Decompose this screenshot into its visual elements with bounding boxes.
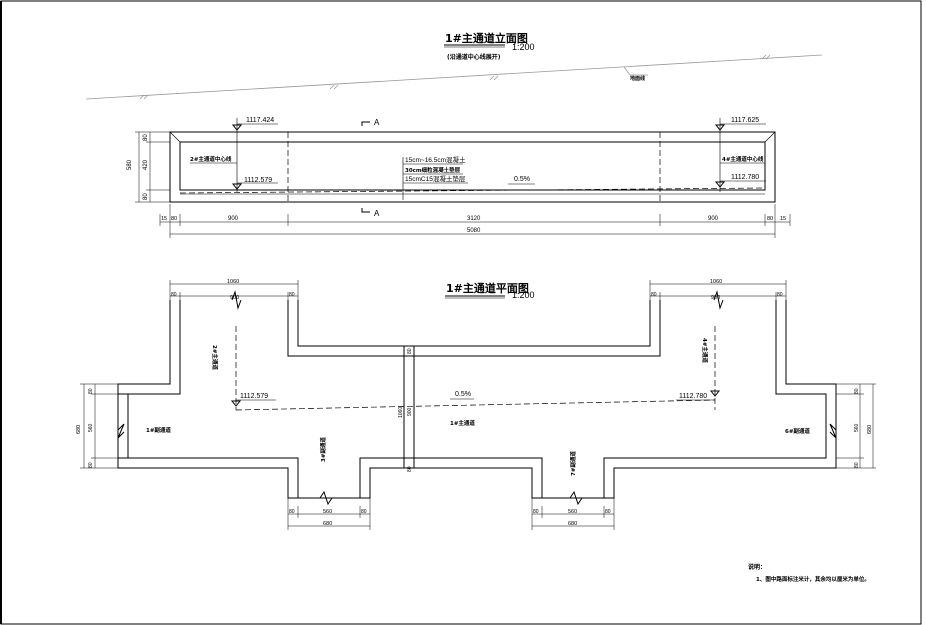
notes-heading: 说明：: [748, 563, 766, 571]
notes-line-1: 1、图中路面标注米计，其余均以厘米为单位。: [756, 575, 870, 583]
right-elev-bottom: 1112.780: [731, 174, 759, 181]
plan-bl-dim-2: 560: [323, 509, 332, 515]
plan-scale: 1:200: [512, 290, 535, 300]
plan-top-total-right: 1060: [710, 279, 722, 285]
dim-total-height: 580: [127, 159, 133, 170]
right-center-label: 4#主通道中心线: [722, 155, 764, 163]
plan-left-side-channel: 1#副通道: [146, 426, 171, 434]
right-elev-top: 1117.625: [731, 117, 759, 124]
dim-b-3: 900: [228, 216, 239, 222]
elevation-scale: 1:200: [512, 42, 535, 52]
plan-center-post: [403, 346, 415, 468]
plan-left-elev: 1112.579: [240, 393, 268, 400]
plan-left-dim-1: 80: [88, 388, 94, 394]
plan-top-side-right-2: 80: [777, 292, 783, 298]
dim-b-1: 15: [161, 216, 167, 222]
elevation-slope: 0.5%: [514, 176, 530, 183]
plan-bottom-right-channel: 7#副通道: [569, 451, 577, 476]
plan-slope: 0.5%: [455, 391, 471, 398]
plan-bl-total: 680: [323, 521, 332, 527]
tunnel-outer: [169, 131, 776, 203]
ground-line: [85, 54, 823, 100]
elevation-subtitle: (沿通道中心线展开): [447, 53, 501, 61]
dim-v-2: 420: [143, 159, 149, 170]
left-center-label: 2#主通道中心线: [190, 155, 232, 163]
elevation-title: 1#主通道立面图: [445, 31, 528, 45]
plan-bl-dim-3: 80: [361, 509, 367, 515]
dim-b-2: 80: [171, 216, 177, 222]
dim-b-4: 3120: [467, 216, 481, 222]
dim-v-1: 80: [143, 134, 149, 141]
plan-right-dim-3: 80: [854, 462, 860, 468]
layer-3: 15cmC15混凝土垫层: [405, 174, 466, 183]
plan-top-total-left: 1060: [227, 279, 239, 285]
plan-br-dim-3: 80: [605, 509, 611, 515]
plan-right-dim-2: 560: [854, 423, 860, 432]
plan-left-channel: 2#主通道: [211, 345, 219, 370]
layer-1: 15cm~16.5cm混凝土: [405, 155, 466, 164]
ground-label: 地面线: [630, 75, 645, 82]
dim-b-7: 15: [780, 216, 786, 222]
plan-top-side-left-1: 80: [171, 292, 177, 298]
section-mark-bottom: A: [374, 209, 380, 218]
plan-br-total: 680: [568, 521, 577, 527]
plan-bl-dim-1: 80: [289, 509, 295, 515]
plan-right-total: 680: [867, 425, 873, 434]
dim-b-6: 80: [767, 216, 773, 222]
plan-br-dim-1: 80: [533, 509, 539, 515]
dim-b-5: 900: [708, 216, 719, 222]
elevation-view: 1#主通道立面图 1:200 (沿通道中心线展开) 地面线 A A: [85, 31, 823, 238]
plan-right-side-channel: 6#副通道: [785, 427, 810, 435]
left-elev-top: 1117.424: [246, 117, 274, 124]
section-mark-top: A: [374, 118, 380, 127]
plan-left-dim-3: 80: [88, 462, 94, 468]
dim-total: 5080: [467, 228, 481, 234]
plan-left-total: 680: [76, 425, 82, 434]
plan-right-dim-1: 80: [854, 388, 860, 394]
plan-center-dim-2: 1060: [398, 407, 404, 418]
plan-top-side-left-2: 80: [289, 292, 295, 298]
plan-title: 1#主通道平面图: [446, 281, 529, 295]
layer-2: 30cm细粒混凝土垫层: [405, 166, 461, 174]
plan-bottom-left-channel: 3#副通道: [319, 437, 327, 462]
plan-center-dim-3: 900: [407, 407, 413, 416]
plan-br-dim-2: 560: [568, 509, 577, 515]
plan-top-inner-right: 900: [711, 295, 720, 301]
plan-center-dim-4: 80: [407, 466, 413, 472]
plan-center-dim-1: 80: [407, 348, 413, 354]
plan-main-channel: 1#主通道: [450, 419, 475, 427]
plan-outline-outer: [117, 300, 837, 499]
plan-outline-inner: [118, 300, 827, 498]
left-elev-bottom: 1112.579: [244, 177, 272, 184]
plan-left-dim-2: 560: [88, 423, 94, 432]
plan-channel-top: [287, 300, 661, 357]
plan-right-elev: 1112.780: [679, 393, 707, 400]
plan-top-side-right-1: 80: [651, 292, 657, 298]
plan-view: 1#主通道平面图 1:200 2#主通道 4#主通道 1#副通道 6#副通道 1…: [76, 279, 876, 530]
notes: 说明： 1、图中路面标注米计，其余均以厘米为单位。: [748, 563, 870, 583]
dim-v-3: 80: [143, 193, 149, 200]
plan-top-inner-left: 900: [230, 295, 239, 301]
plan-right-channel: 4#主通道: [701, 338, 709, 363]
